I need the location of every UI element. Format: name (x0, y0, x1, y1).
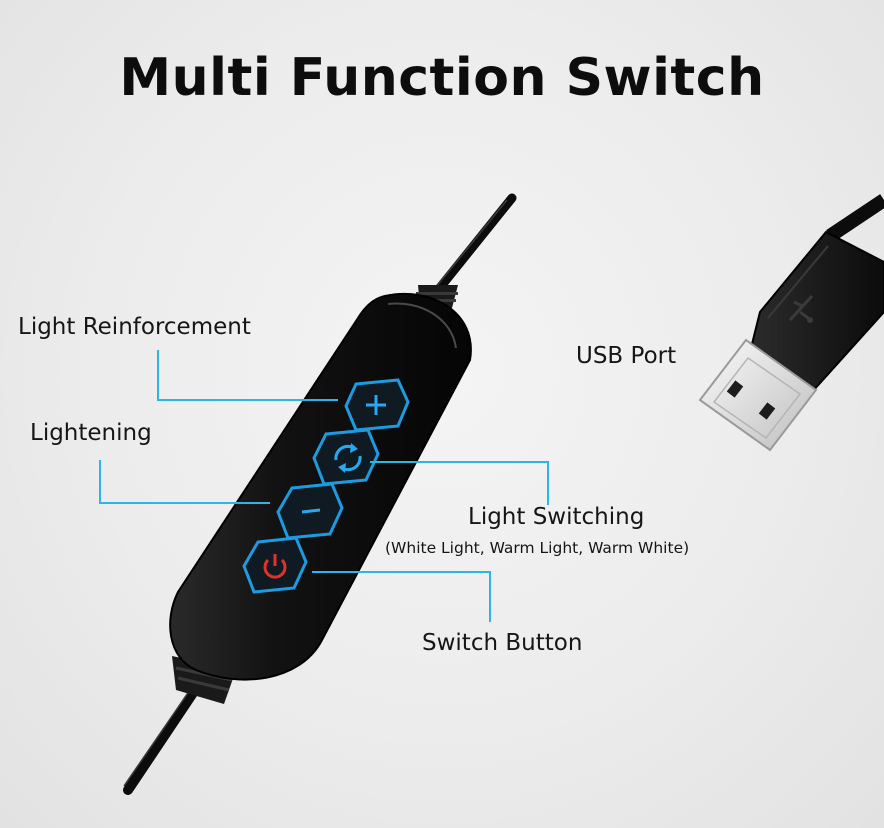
minus-icon (301, 508, 321, 514)
cable-bottom (123, 685, 200, 795)
usb-cable (826, 194, 884, 242)
label-lightening: Lightening (30, 420, 152, 446)
label-light-switching: Light Switching (468, 504, 645, 530)
page-title: Multi Function Switch (119, 48, 765, 108)
usb-symbol-icon (788, 294, 814, 323)
plus-button[interactable] (344, 378, 410, 432)
cable-top (425, 193, 517, 305)
callout-light-switching (370, 461, 549, 505)
callout-light-reinforcement (157, 350, 338, 401)
switch-cycle-icon (334, 443, 362, 473)
label-light-switching-detail: (White Light, Warm Light, Warm White) (385, 539, 690, 557)
callout-lightening (99, 460, 270, 504)
light-switch-button[interactable] (312, 428, 380, 486)
plus-icon (366, 395, 386, 415)
label-light-reinforcement: Light Reinforcement (18, 314, 251, 340)
minus-button[interactable] (276, 482, 344, 540)
usb-plug (698, 230, 884, 452)
label-usb-port: USB Port (576, 343, 677, 369)
power-button[interactable] (242, 536, 308, 594)
label-switch-button: Switch Button (422, 630, 583, 656)
power-icon (263, 554, 287, 579)
callout-switch-button (312, 571, 491, 622)
